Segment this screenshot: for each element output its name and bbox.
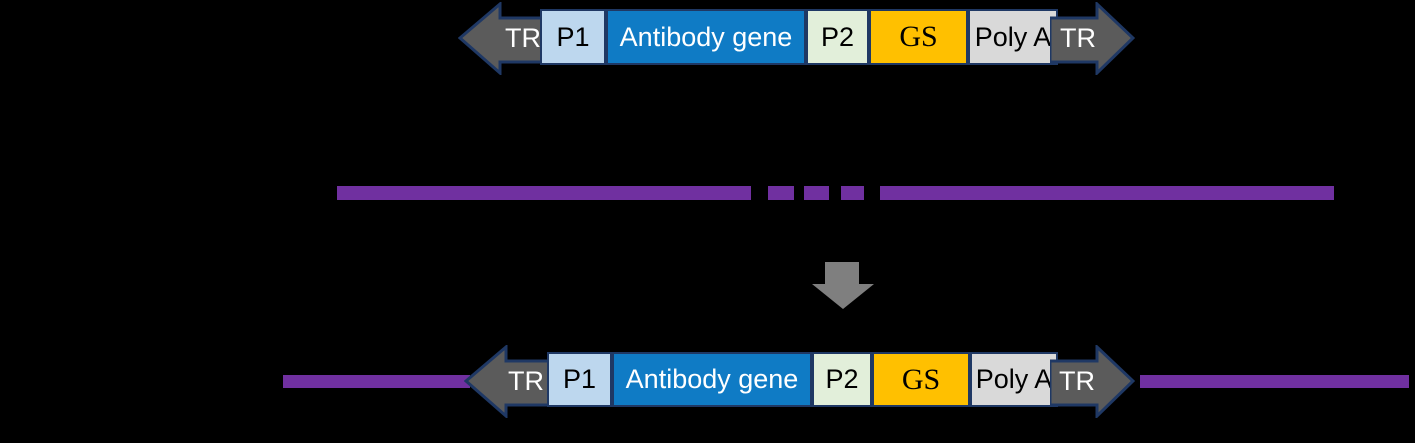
tr-arrow-left-icon (464, 345, 558, 418)
box-p2: P2 (812, 352, 872, 407)
box-p1: P1 (540, 9, 606, 65)
tr-label-right: TR (1060, 22, 1096, 53)
integration-down-arrow-icon (812, 262, 874, 309)
box-poly-a: Poly A (968, 9, 1058, 65)
box-antibody-gene: Antibody gene (612, 352, 812, 407)
tr-label-left: TR (505, 22, 541, 53)
genome-line-left-of-cassette (283, 375, 470, 388)
genome-line-segment-left (337, 186, 751, 200)
tr-arrow-right-icon (1050, 2, 1135, 75)
box-antibody-gene: Antibody gene (606, 9, 806, 65)
box-p2: P2 (806, 9, 869, 65)
tr-arrow-left-shape (458, 2, 552, 75)
box-gs: GS (869, 9, 968, 65)
tr-arrow-left-shape (464, 345, 558, 418)
box-p1: P1 (547, 352, 612, 407)
box-gs: GS (872, 352, 970, 407)
genome-line-segment-right (880, 186, 1334, 200)
tr-arrow-right-icon (1050, 345, 1135, 418)
genome-line-dash (804, 186, 829, 200)
tr-arrow-left-icon (458, 2, 552, 75)
integration-down-arrow-shape (812, 262, 874, 309)
tr-label-right: TR (1059, 365, 1095, 396)
tr-arrow-right-shape (1050, 345, 1135, 418)
genome-line-dash (768, 186, 794, 200)
genome-line-dash (841, 186, 864, 200)
tr-label-left: TR (508, 365, 544, 396)
genome-line-right-of-cassette (1140, 375, 1409, 388)
box-poly-a: Poly A (970, 352, 1058, 407)
tr-arrow-right-shape (1050, 2, 1135, 75)
